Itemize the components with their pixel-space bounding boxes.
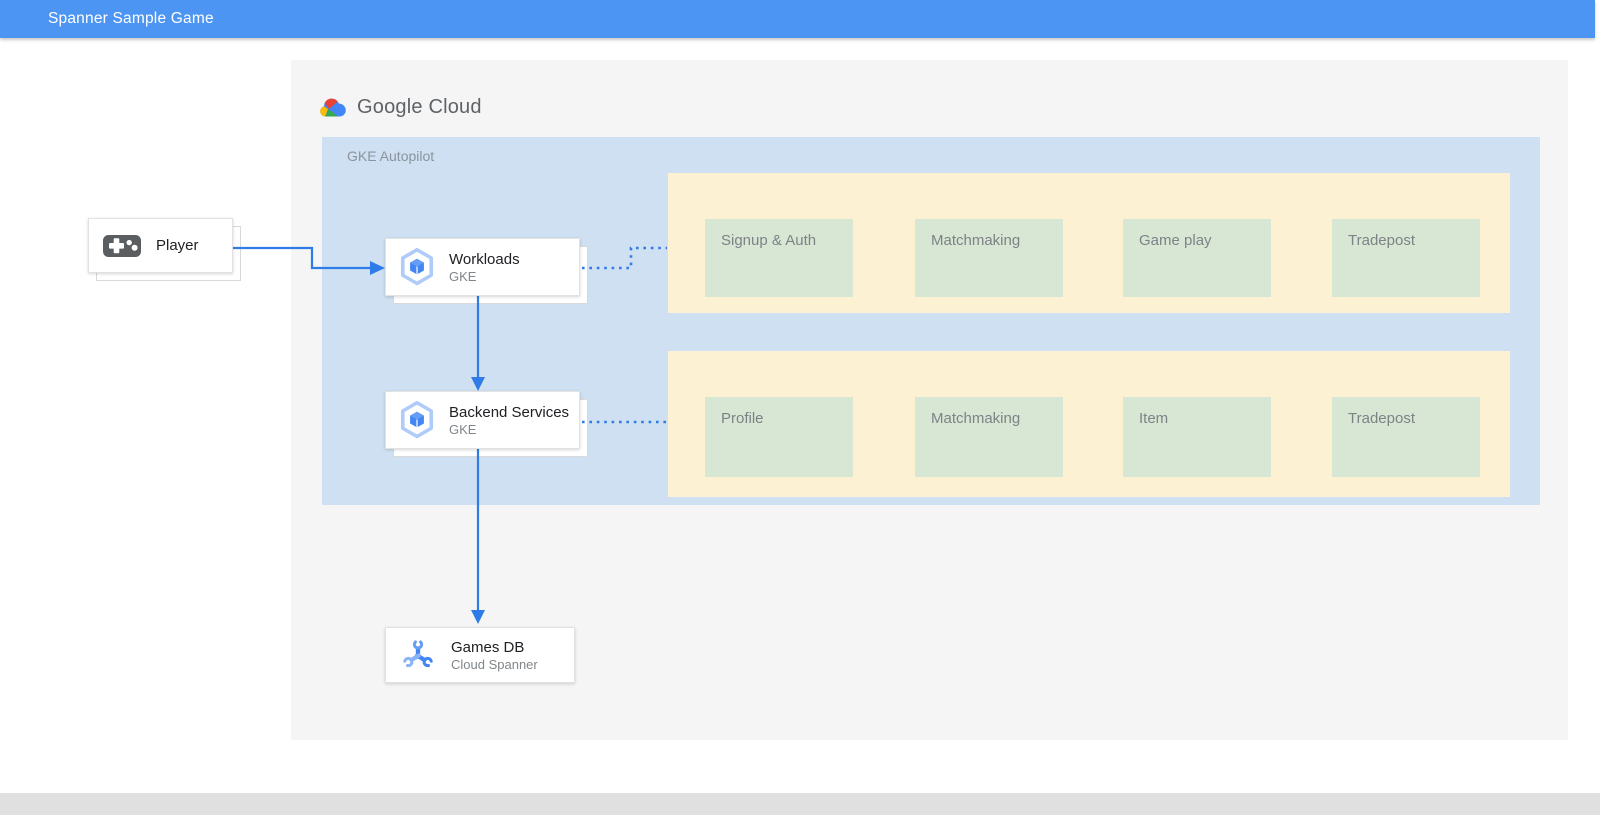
node-title: Workloads [449, 250, 520, 268]
node-title: Player [156, 237, 199, 254]
service-box-tradepost: Tradepost [1332, 219, 1480, 297]
node-subtitle: GKE [449, 421, 477, 437]
gke-autopilot-zone: GKE Autopilot Signup & Auth Matchmaking … [322, 137, 1540, 505]
service-box-item: Item [1123, 397, 1271, 477]
footer-bar [0, 793, 1600, 815]
node-workloads[interactable]: Workloads GKE [385, 238, 580, 296]
node-title: Games DB [451, 638, 525, 656]
node-backend-services[interactable]: Backend Services GKE [385, 391, 580, 449]
diagram-canvas: Google Cloud GKE Autopilot Signup & Auth… [291, 60, 1568, 740]
google-cloud-icon [318, 95, 348, 120]
node-player[interactable]: Player [88, 218, 233, 273]
node-subtitle: Cloud Spanner [451, 656, 538, 672]
service-box-matchmaking-2: Matchmaking [915, 397, 1063, 477]
google-cloud-wordmark: Google Cloud [357, 96, 482, 118]
gke-icon [399, 247, 435, 287]
node-title: Backend Services [449, 403, 570, 421]
google-cloud-logo: Google Cloud [318, 95, 482, 120]
service-box-game-play: Game play [1123, 219, 1271, 297]
node-games-db[interactable]: Games DB Cloud Spanner [385, 627, 575, 683]
service-box-matchmaking: Matchmaking [915, 219, 1063, 297]
gamepad-icon [102, 233, 142, 259]
backend-services-group: Profile Matchmaking Item Tradepost [668, 351, 1510, 497]
zone-label: GKE Autopilot [347, 148, 435, 164]
gke-icon [399, 400, 435, 440]
cloud-spanner-icon [399, 636, 437, 674]
workloads-services-group: Signup & Auth Matchmaking Game play Trad… [668, 173, 1510, 313]
service-box-signup-auth: Signup & Auth [705, 219, 853, 297]
service-box-profile: Profile [705, 397, 853, 477]
node-subtitle: GKE [449, 268, 477, 284]
app-header: Spanner Sample Game [0, 0, 1595, 38]
app-title: Spanner Sample Game [48, 10, 214, 27]
service-box-tradepost-2: Tradepost [1332, 397, 1480, 477]
